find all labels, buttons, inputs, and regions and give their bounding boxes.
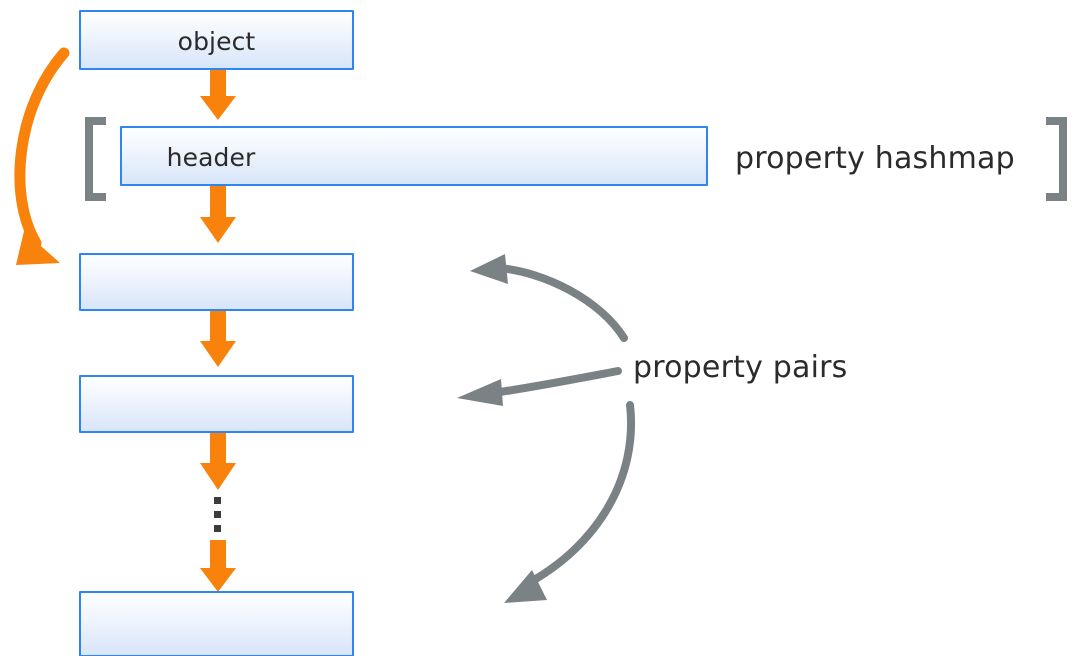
arrow-pair1-to-pair2 bbox=[200, 311, 236, 367]
object-to-pairs-curved-arrow bbox=[14, 47, 70, 265]
object-box[interactable] bbox=[79, 10, 354, 70]
property-pair-box-n[interactable] bbox=[79, 591, 354, 656]
callout-arrow-middle bbox=[457, 367, 622, 406]
property-hashmap-label: property hashmap bbox=[735, 141, 1015, 176]
arrow-header-to-pair1 bbox=[200, 186, 236, 243]
ellipsis-dots bbox=[214, 497, 221, 532]
property-pair-box-1[interactable] bbox=[79, 253, 354, 311]
header-box-label: header bbox=[166, 143, 256, 172]
object-box-label: object bbox=[177, 27, 256, 56]
arrow-pair2-to-ellipsis bbox=[200, 433, 236, 490]
header-box[interactable] bbox=[120, 126, 708, 186]
callout-arrow-upper bbox=[470, 254, 628, 342]
property-pair-box-2[interactable] bbox=[79, 375, 354, 433]
property-pairs-label: property pairs bbox=[633, 350, 848, 385]
bracket-left bbox=[85, 117, 106, 201]
arrow-object-to-header bbox=[200, 68, 236, 120]
callout-arrow-lower bbox=[504, 401, 635, 603]
arrow-ellipsis-to-pairn bbox=[200, 540, 236, 592]
bracket-right bbox=[1046, 117, 1067, 201]
